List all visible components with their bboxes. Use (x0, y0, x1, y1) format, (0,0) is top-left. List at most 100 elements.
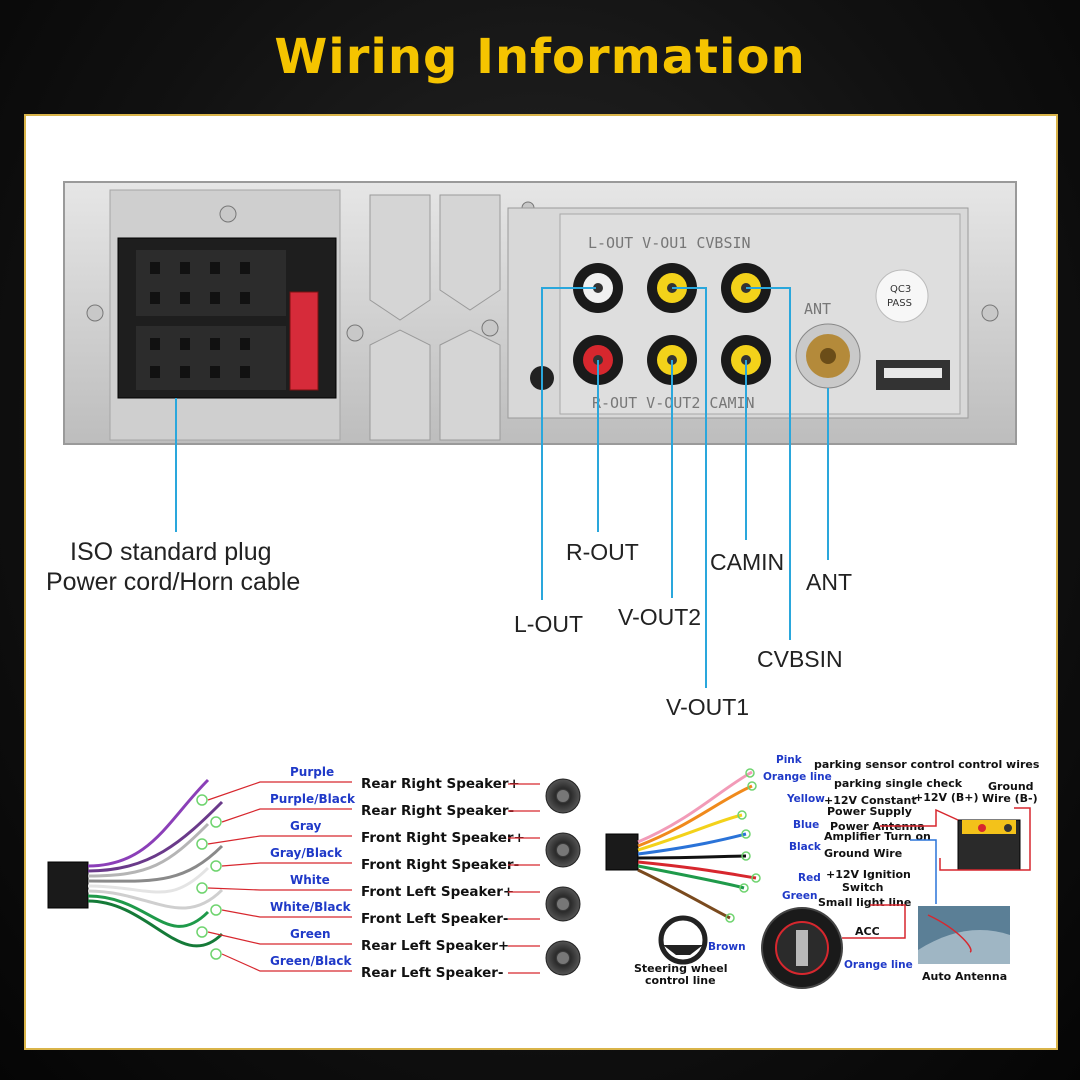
wire-marker-icon (210, 904, 222, 916)
steering-label-2: control line (645, 974, 716, 987)
connector-label-lout: L-OUT (514, 611, 583, 637)
svg-text:QC3: QC3 (890, 284, 911, 295)
speaker-wire (87, 800, 224, 873)
qc3-badge: QC3 PASS (875, 269, 929, 323)
speaker-leader-line (221, 953, 352, 972)
connector-label-cvbsin: CVBSIN (757, 646, 843, 672)
speaker-wire-color-label: Gray/Black (270, 846, 343, 860)
wire-marker-icon (196, 926, 208, 938)
harness-plug-icon (47, 861, 89, 909)
leader-lines (175, 287, 829, 688)
speaker-wire-function-label: Rear Right Speaker+ (361, 776, 520, 792)
wire-marker-icon (196, 882, 208, 894)
auto-antenna-label: Auto Antenna (922, 970, 1007, 983)
iso-label-line2: Power cord/Horn cable (46, 568, 300, 596)
speaker-leader-line (207, 781, 352, 801)
speaker-wire (87, 822, 210, 878)
page-title: Wiring Information (274, 29, 806, 85)
wire-fn-blue-1: Power Antenna (830, 820, 925, 833)
ground-label-2: Wire (B-) (982, 792, 1038, 805)
connector-label-camin: CAMIN (710, 549, 784, 575)
wire-fn-orange: parking single check (834, 777, 963, 790)
iso-label-line1: ISO standard plug (70, 538, 272, 566)
battery-positive-label: +12V (B+) (914, 791, 979, 804)
wire-fn-red-2: Switch (842, 881, 883, 894)
speaker-wire (87, 844, 224, 883)
svg-text:PASS: PASS (887, 298, 912, 309)
screw-icon (219, 205, 237, 223)
wire-fn-red-1: +12V Ignition (826, 868, 911, 881)
auto-antenna-icon (918, 906, 1010, 964)
fuse-icon (289, 291, 319, 391)
speaker-leader-line (207, 835, 352, 845)
speaker-wire-function-label: Front Left Speaker+ (361, 884, 514, 900)
acc-label: ACC (855, 925, 880, 938)
speaker-wire-color-label: Purple/Black (270, 792, 356, 806)
speaker-wire-function-label: Front Right Speaker+ (361, 830, 525, 846)
speaker-wire-color-label: Purple (290, 765, 334, 779)
wire-fn-pink: parking sensor control control wires (814, 758, 1040, 771)
wire-fn-green: Small light line (818, 896, 911, 909)
steering-wheel-icon (658, 915, 708, 965)
speaker-wire (87, 888, 224, 910)
jack-top-stamp: L-OUT V-OU1 CVBSIN (588, 234, 751, 252)
power-harness: Pink parking sensor control control wire… (605, 754, 1040, 989)
wire-label-orange: Orange line (763, 771, 832, 783)
screw-icon (981, 304, 999, 322)
wire-label-orange-2: Orange line (844, 959, 913, 971)
screw-icon (86, 304, 104, 322)
speaker-icon (545, 886, 581, 922)
antenna-jack (795, 323, 861, 389)
speaker-wire (87, 899, 224, 948)
wire-label-pink: Pink (776, 754, 803, 766)
connector-label-ant: ANT (806, 569, 852, 595)
wire-fn-black: Ground Wire (824, 847, 902, 860)
wire-label-black: Black (789, 841, 822, 853)
speaker-wire-function-label: Front Right Speaker- (361, 857, 519, 873)
speaker-icon (545, 778, 581, 814)
ignition-switch-icon (761, 907, 843, 989)
speaker-leader-line (221, 862, 352, 867)
ant-stamp: ANT (804, 300, 831, 318)
speaker-wire-color-label: Green/Black (270, 954, 352, 968)
head-unit-rear: L-OUT V-OU1 CVBSIN R-OUT V-OUT2 CAMIN AN… (63, 181, 1017, 445)
speaker-wire (87, 894, 210, 928)
ground-label-1: Ground (988, 780, 1034, 793)
rca-jack-lout (573, 263, 623, 313)
wire-label-brown: Brown (708, 941, 746, 953)
usb-port-icon (876, 360, 950, 390)
speaker-wire-function-label: Rear Right Speaker- (361, 803, 514, 819)
speaker-wire-color-label: Green (290, 927, 331, 941)
screw-icon (481, 319, 499, 337)
jack-bottom-stamp: R-OUT V-OUT2 CAMIN (592, 394, 755, 412)
speaker-wire-function-label: Rear Left Speaker+ (361, 938, 509, 954)
connector-label-vout2: V-OUT2 (618, 604, 701, 630)
speaker-wire-color-label: White (290, 873, 330, 887)
wire-fn-yellow-1: +12V Constant (824, 794, 917, 807)
iso-connector (117, 237, 337, 399)
wire-fn-blue-2: Amplifier Turn on (824, 830, 931, 843)
screw-icon (346, 324, 364, 342)
wire-fn-yellow-2: Power Supply (827, 805, 912, 818)
speaker-leader-line (207, 887, 352, 891)
speaker-wire-color-label: White/Black (270, 900, 352, 914)
wire-marker-icon (210, 860, 222, 872)
speaker-wire (87, 778, 210, 868)
speaker-wire-function-label: Rear Left Speaker- (361, 965, 504, 981)
speaker-leader-line (207, 931, 352, 945)
wire-label-blue: Blue (793, 819, 819, 831)
wire-label-green: Green (782, 890, 818, 902)
speaker-wire (87, 866, 210, 894)
connector-label-rout: R-OUT (566, 539, 639, 565)
speaker-icon (545, 940, 581, 976)
speaker-wire-color-label: Gray (290, 819, 321, 833)
wire-label-yellow: Yellow (786, 793, 825, 805)
speaker-leader-line (221, 808, 352, 823)
power-plug-icon (605, 833, 639, 871)
wire-marker-icon (196, 838, 208, 850)
steering-label-1: Steering wheel (634, 962, 728, 975)
speaker-icon (545, 832, 581, 868)
speaker-wire-function-label: Front Left Speaker- (361, 911, 509, 927)
